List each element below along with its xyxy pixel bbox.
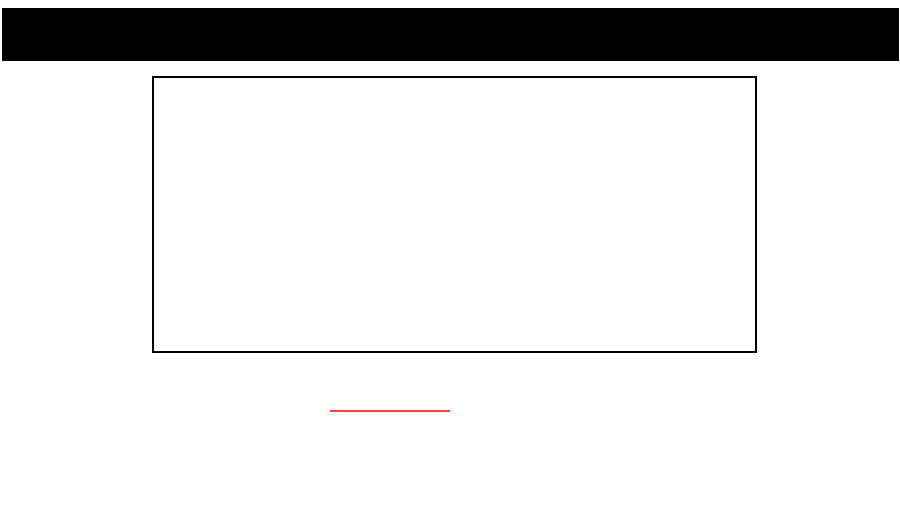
header-bar [2,8,899,61]
red-underline[interactable] [330,410,450,412]
content-frame [152,76,757,353]
